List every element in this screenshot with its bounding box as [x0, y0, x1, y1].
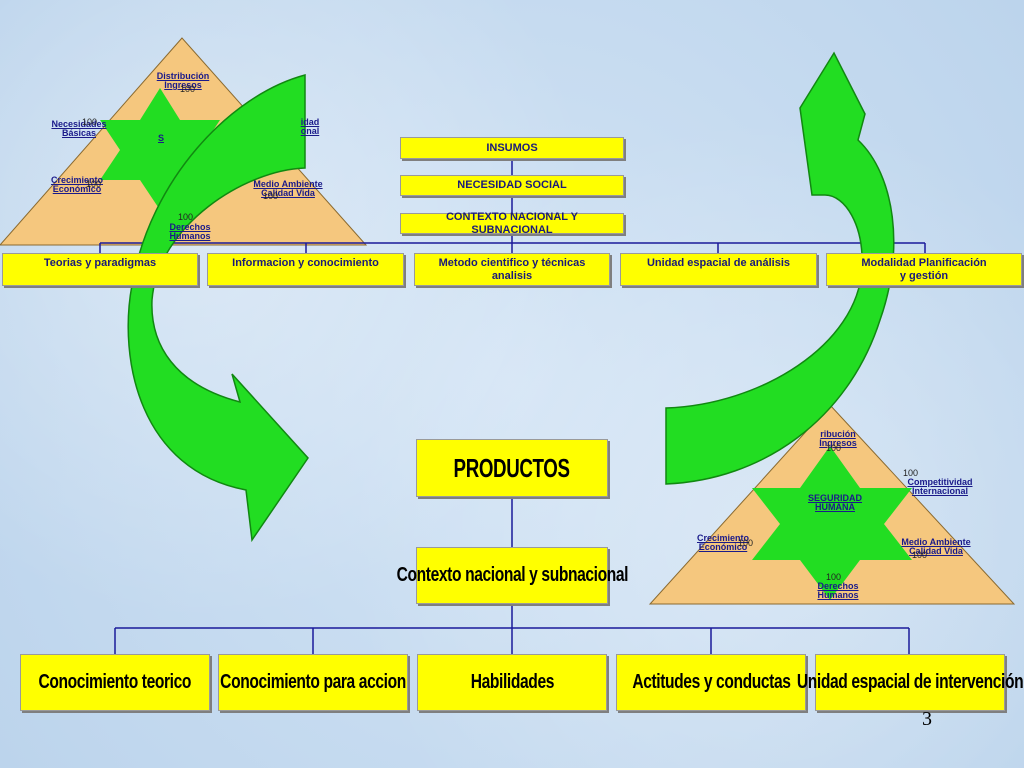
product-branch-actitudes: Actitudes y conductas	[616, 654, 806, 711]
triangle-left-left-label: Necesidades Básicas	[51, 119, 107, 138]
product-connectors	[114, 497, 910, 654]
productos-box: PRODUCTOS	[416, 439, 608, 497]
triangle-left-value: 100	[82, 117, 98, 127]
triangle-right-bottom-label: Derechos Humanos	[817, 581, 859, 600]
triangle-left-top-label: Distribución Ingresos	[156, 71, 210, 90]
triangle-right-top-label: ribución Ingresos	[819, 429, 857, 448]
triangle-left-bottom-right-label: Medio Ambiente Calidad Vida	[253, 179, 323, 198]
cycle-arrow-left	[127, 74, 309, 543]
contexto-box: CONTEXTO NACIONAL Y SUBNACIONAL	[400, 211, 624, 236]
contexto-products-box: Contexto nacional y subnacional	[396, 547, 628, 604]
input-connectors	[99, 159, 926, 253]
productos-label: PRODUCTOS	[453, 452, 571, 483]
page-number: 3	[922, 708, 932, 730]
triangle-right-center-label: SEGURIDAD HUMANA	[807, 493, 862, 512]
triangle-right-value: 100	[903, 468, 919, 478]
triangle-left-value: 100	[86, 179, 102, 189]
triangle-right-bottom-right-label: Medio Ambiente Calidad Vida	[901, 537, 971, 556]
product-branch-conocimiento-teorico: Conocimiento teorico	[20, 654, 210, 711]
product-branch-habilidades: Habilidades	[417, 654, 607, 711]
triangle-right-value: 100	[826, 572, 842, 582]
triangle-left-value: 100	[263, 191, 279, 201]
triangle-left-right-label: idad onal	[300, 117, 320, 136]
triangle-left-value: 100	[178, 212, 194, 222]
contexto-products-label: Contexto nacional y subnacional	[396, 564, 628, 586]
triangle-left-bottom-left-label: Crecimiento Económico	[50, 175, 103, 194]
triangle-right-bottom-left-label: Crecimiento Económico	[696, 533, 749, 552]
product-branch-label: Habilidades	[470, 671, 554, 693]
cycle-arrow-right	[665, 51, 895, 485]
triangle-right-value: 100	[826, 443, 842, 453]
star-right	[752, 446, 912, 600]
input-branch-metodo: Metodo cientifico y técnicas analisis	[414, 253, 610, 286]
triangle-left-value: 100	[180, 84, 196, 94]
product-branch-label: Conocimiento para accion	[220, 671, 406, 693]
triangle-right-value: 100	[738, 538, 754, 548]
necesidad-social-box: NECESIDAD SOCIAL	[400, 175, 624, 196]
triangle-right-right-label: Competitividad Internacional	[907, 477, 973, 496]
product-branch-unidad-intervencion: Unidad espacial de intervención	[797, 654, 1024, 711]
input-branch-unidad: Unidad espacial de análisis	[620, 253, 817, 286]
triangle-left-center-label: S	[157, 133, 164, 143]
product-branch-conocimiento-accion: Conocimiento para accion	[218, 654, 408, 711]
input-branch-teorias: Teorias y paradigmas	[2, 253, 198, 286]
product-branch-label: Actitudes y conductas	[631, 671, 791, 693]
insumos-box: INSUMOS	[400, 137, 624, 159]
product-branch-label: Unidad espacial de intervención	[796, 671, 1024, 693]
triangle-left-bottom-label: Derechos Humanos	[169, 222, 211, 241]
input-branch-informacion: Informacion y conocimiento	[207, 253, 404, 286]
input-branch-modalidad: Modalidad Planificación y gestión	[826, 253, 1022, 286]
product-branch-label: Conocimiento teorico	[38, 671, 192, 693]
triangle-right-value: 100	[912, 550, 928, 560]
